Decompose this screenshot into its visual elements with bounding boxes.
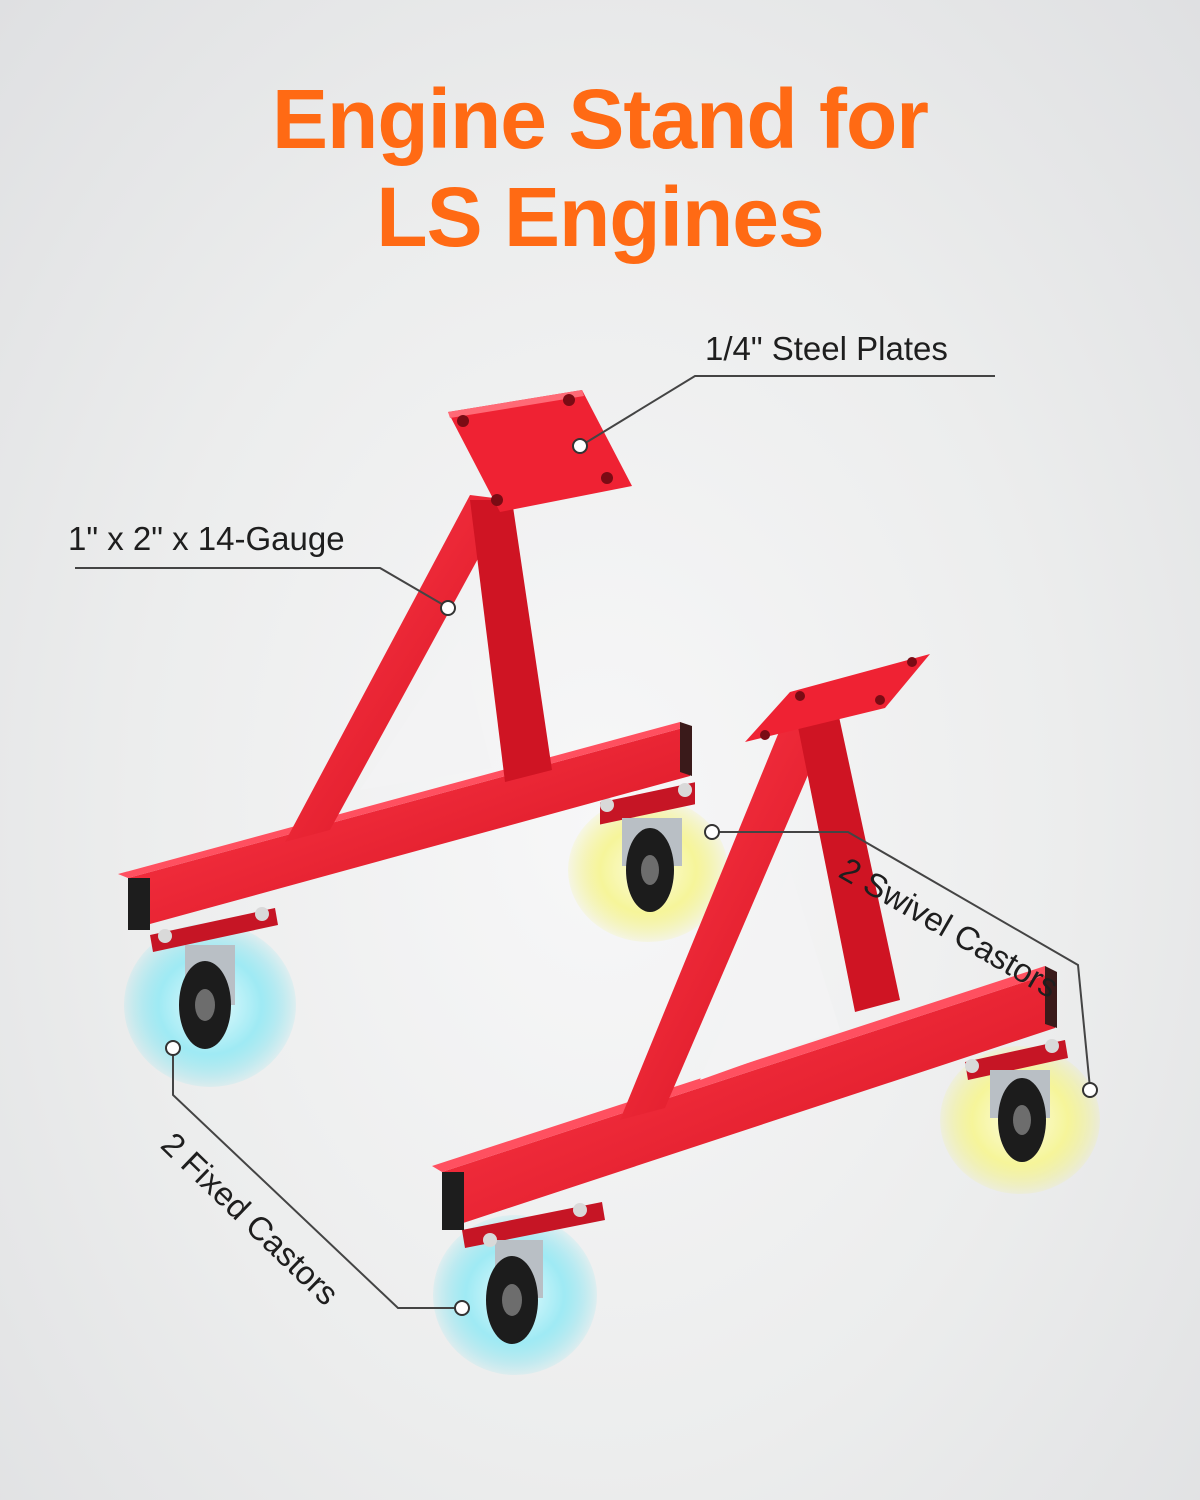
steel-plates-leader	[581, 375, 995, 446]
right-front-leg	[620, 705, 835, 1120]
right-stand	[432, 654, 1100, 1375]
fixed-castor-left	[150, 907, 278, 1049]
left-rear-leg	[470, 500, 552, 782]
swivel-leader	[712, 831, 1091, 1089]
swivel-castor-right	[965, 1039, 1068, 1162]
swivel-castor-back	[600, 782, 695, 912]
left-base-tube	[128, 726, 690, 930]
headline-line-1: Engine Stand for	[272, 72, 929, 166]
left-front-leg	[285, 495, 510, 842]
right-rear-leg	[795, 712, 900, 1012]
steel-plates-label: 1/4" Steel Plates	[705, 330, 948, 367]
fixed-leader	[172, 1050, 460, 1309]
tube-leader	[75, 567, 448, 608]
right-top-plate	[745, 654, 930, 742]
right-base-tube	[442, 972, 1055, 1230]
left-stand	[118, 390, 728, 1087]
headline: Engine Stand for LS Engines	[0, 70, 1200, 266]
tube-gauge-label: 1" x 2" x 14-Gauge	[68, 520, 345, 557]
fixed-castor-right	[462, 1202, 605, 1344]
headline-line-2: LS Engines	[376, 170, 824, 264]
left-top-plate	[448, 390, 632, 512]
callout-lines	[75, 375, 1098, 1316]
